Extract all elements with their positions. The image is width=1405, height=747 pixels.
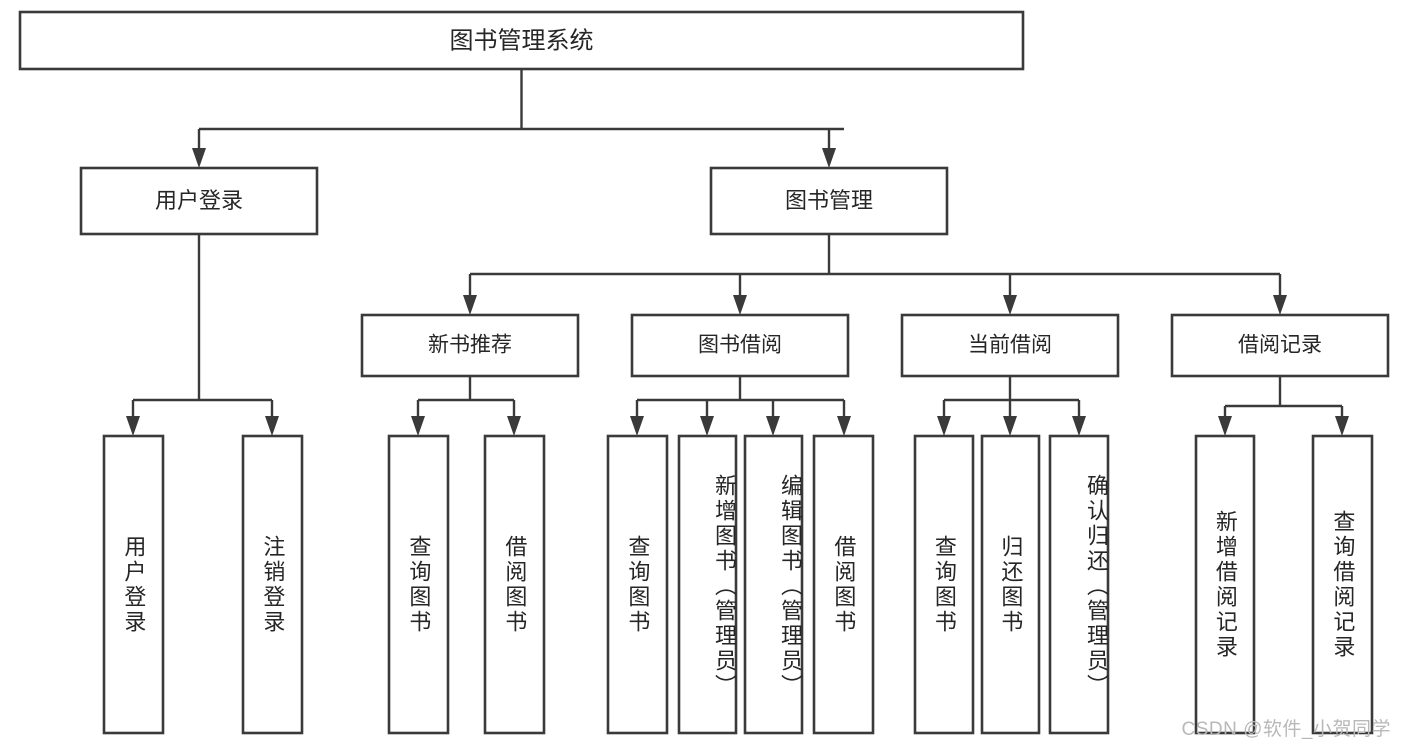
arrow-to-leaf-query-book-3 — [937, 416, 951, 436]
node-root-box[interactable] — [18, 10, 1025, 71]
arrow-to-leaf-query-book-2 — [630, 416, 644, 436]
arrow-to-leaf-confirm-return — [1072, 416, 1086, 436]
node-borrow-record-label: 借阅记录 — [1238, 334, 1322, 357]
leaf-node-add-book[interactable] — [677, 434, 738, 735]
leaf-borrow-book-1-box[interactable] — [483, 434, 546, 735]
arrow-to-leaf-query-book-1 — [411, 416, 425, 436]
node-root-label: 图书管理系统 — [450, 27, 594, 54]
arrow-to-borrow-record — [1273, 295, 1287, 315]
node-borrow-record[interactable]: 借阅记录 — [1170, 313, 1390, 378]
node-book-borrow[interactable]: 图书借阅 — [630, 313, 850, 378]
leaf-query-book-3-box[interactable] — [913, 434, 975, 735]
node-borrow-record-box[interactable] — [1170, 313, 1390, 378]
csdn-watermark: CSDN @软件_小贺同学 — [1181, 719, 1391, 740]
leaf-add-book-box[interactable] — [677, 434, 738, 735]
node-current-borrow-box[interactable] — [900, 313, 1120, 378]
node-book-manage-label: 图书管理 — [785, 188, 873, 213]
leaf-return-book-box[interactable] — [980, 434, 1041, 735]
leaf-node-return-book[interactable] — [980, 434, 1041, 735]
leaf-node-query-borrow-record[interactable] — [1311, 434, 1374, 735]
arrow-to-leaf-borrow-book-1 — [507, 416, 521, 436]
leaf-query-borrow-record-box[interactable] — [1311, 434, 1374, 735]
arrow-to-user-login — [192, 148, 206, 168]
leaf-node-edit-book[interactable] — [743, 434, 804, 735]
node-user-login-label: 用户登录 — [155, 188, 243, 213]
connector-layer — [126, 69, 1349, 436]
leaf-node-user-login[interactable] — [102, 434, 165, 735]
arrow-to-book-manage — [822, 148, 836, 168]
arrow-to-leaf-user-logout — [265, 416, 279, 436]
node-current-borrow[interactable]: 当前借阅 — [900, 313, 1120, 378]
leaf-edit-book-box[interactable] — [743, 434, 804, 735]
arrow-to-current-borrow — [1003, 295, 1017, 315]
arrow-to-leaf-add-borrow-record — [1218, 416, 1232, 436]
node-new-book-recommend[interactable]: 新书推荐 — [360, 313, 580, 378]
leaf-node-borrow-book-2[interactable] — [812, 434, 875, 735]
leaf-node-confirm-return[interactable] — [1048, 434, 1110, 735]
arrow-to-leaf-edit-book — [766, 416, 780, 436]
arrow-to-leaf-user-login — [126, 416, 140, 436]
node-book-manage-box[interactable] — [709, 166, 949, 236]
node-new-book-recommend-box[interactable] — [360, 313, 580, 378]
node-current-borrow-label: 当前借阅 — [968, 334, 1052, 357]
node-book-manage[interactable]: 图书管理 — [709, 166, 949, 236]
node-book-borrow-label: 图书借阅 — [698, 334, 782, 357]
node-book-borrow-box[interactable] — [630, 313, 850, 378]
node-new-book-recommend-label: 新书推荐 — [428, 334, 512, 357]
arrow-to-leaf-borrow-book-2 — [837, 416, 851, 436]
arrow-to-leaf-return-book — [1003, 416, 1017, 436]
leaf-node-query-book-1[interactable] — [387, 434, 450, 735]
node-user-login-box[interactable] — [79, 166, 319, 236]
node-root[interactable]: 图书管理系统 — [18, 10, 1025, 71]
leaf-add-borrow-record-box[interactable] — [1194, 434, 1256, 735]
leaf-borrow-book-2-box[interactable] — [812, 434, 875, 735]
leaf-node-add-borrow-record[interactable] — [1194, 434, 1256, 735]
leaf-query-book-2-box[interactable] — [606, 434, 669, 735]
leaf-node-borrow-book-1[interactable] — [483, 434, 546, 735]
leaf-confirm-return-box[interactable] — [1048, 434, 1110, 735]
leaf-user-login-box[interactable] — [102, 434, 165, 735]
node-user-login[interactable]: 用户登录 — [79, 166, 319, 236]
leaf-node-query-book-2[interactable] — [606, 434, 669, 735]
arrow-to-book-borrow — [733, 295, 747, 315]
leaf-node-user-logout[interactable] — [241, 434, 304, 735]
arrow-to-new-book-recommend — [463, 295, 477, 315]
leaf-node-query-book-3[interactable] — [913, 434, 975, 735]
arrow-to-leaf-query-borrow-record — [1335, 416, 1349, 436]
leaf-user-logout-box[interactable] — [241, 434, 304, 735]
leaf-query-book-1-box[interactable] — [387, 434, 450, 735]
arrow-to-leaf-add-book — [700, 416, 714, 436]
